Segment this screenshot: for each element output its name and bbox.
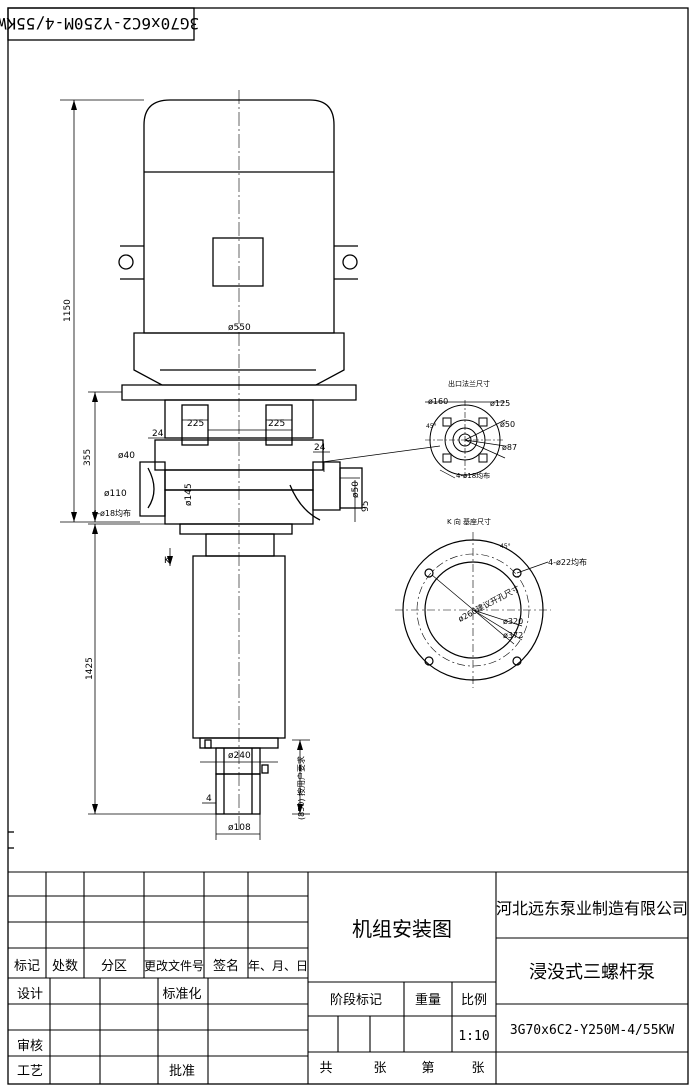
model-stamp-box xyxy=(7,7,195,41)
label-design: 设计 xyxy=(17,987,43,1002)
flange-d87: ø87 xyxy=(502,443,517,452)
dim-d50: ø50 xyxy=(351,481,361,498)
dim-d550: ø550 xyxy=(228,323,251,333)
dim-d108: ø108 xyxy=(228,823,251,833)
label-weight: 重量 xyxy=(415,992,441,1008)
model-stamp: 3G70x6C2-Y250M-4/55KW xyxy=(0,14,199,33)
base-angle: 45° xyxy=(500,543,511,550)
label-process: 工艺 xyxy=(17,1064,43,1079)
title-block xyxy=(8,871,688,1084)
dim-225-left: 225 xyxy=(187,419,204,429)
dim-355: 355 xyxy=(83,449,93,466)
dim-d40: ø40 xyxy=(118,451,135,461)
drawing-frame xyxy=(7,7,689,1085)
dim-95: 95 xyxy=(361,501,371,512)
label-review: 审核 xyxy=(17,1039,43,1054)
model-code: 3G70x6C2-Y250M-4/55KW xyxy=(510,1023,675,1038)
base-detail xyxy=(395,532,551,688)
label-standardize: 标准化 xyxy=(162,987,201,1002)
company-name: 河北远东泵业制造有限公司 xyxy=(496,899,688,918)
dim-850: (850) 按用户要求 xyxy=(296,756,306,820)
header-signature: 签名 xyxy=(213,958,239,974)
product-name: 浸没式三螺杆泵 xyxy=(529,962,655,983)
motor xyxy=(118,99,358,401)
header-change-doc: 更改文件号 xyxy=(144,958,204,973)
k-view-mark: K xyxy=(164,556,171,566)
flange-angle: 45° xyxy=(426,423,437,430)
flange-title: 出口法兰尺寸 xyxy=(448,379,490,388)
dim-holes-4-18: 4-ø18均布 xyxy=(92,508,131,518)
flange-d50: ø50 xyxy=(500,420,515,429)
scale-value: 1:10 xyxy=(458,1029,489,1044)
base-title: K 向 基座尺寸 xyxy=(447,517,491,526)
flange-d160: ø160 xyxy=(428,397,448,406)
pump-head xyxy=(139,399,363,535)
label-sheet2: 张 xyxy=(471,1061,484,1076)
dim-24-left: 24 xyxy=(152,429,164,439)
flange-d125: ø125 xyxy=(490,399,510,408)
outlet-flange-detail xyxy=(425,400,506,480)
flange-holes: 4-ø18均布 xyxy=(456,471,490,480)
label-no: 第 xyxy=(421,1061,434,1076)
label-scale: 比例 xyxy=(461,993,487,1008)
terminal-box xyxy=(212,237,264,287)
dim-1150: 1150 xyxy=(63,299,73,322)
base-d320: ø320 xyxy=(503,617,523,626)
drawing-title: 机组安装图 xyxy=(352,917,452,941)
header-date: 年、月、日 xyxy=(248,959,308,973)
header-count: 处数 xyxy=(52,959,78,974)
dim-4: 4 xyxy=(206,794,212,804)
header-zone: 分区 xyxy=(101,959,127,974)
label-total: 共 xyxy=(319,1061,332,1076)
header-mark: 标记 xyxy=(14,959,40,974)
dim-d240: ø240 xyxy=(228,751,251,761)
label-stage-mark: 阶段标记 xyxy=(330,993,382,1008)
dim-225-right: 225 xyxy=(268,419,285,429)
dim-d110: ø110 xyxy=(104,489,127,499)
label-sheet: 张 xyxy=(373,1061,386,1076)
base-d372: ø372 xyxy=(503,631,523,640)
dim-1425: 1425 xyxy=(85,657,95,680)
dim-24-right: 24 xyxy=(314,443,326,453)
base-holes: 4-ø22均布 xyxy=(548,557,587,567)
dim-d145: ø145 xyxy=(184,483,194,506)
label-approve: 批准 xyxy=(169,1064,195,1079)
